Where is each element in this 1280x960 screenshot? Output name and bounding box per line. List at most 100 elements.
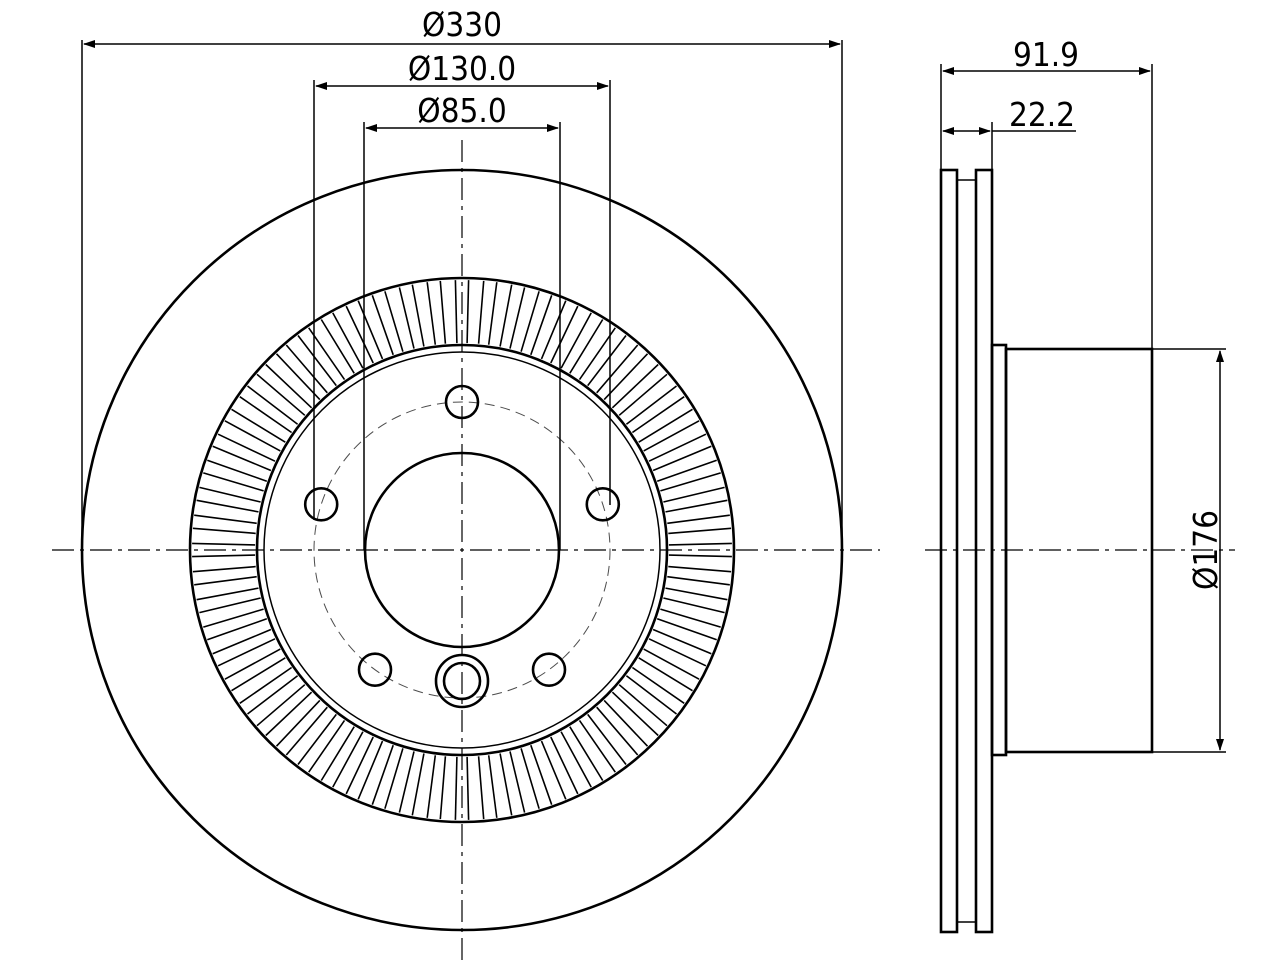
cooling-vane	[509, 751, 526, 813]
dimension-bolt-circle: Ø130.0	[313, 49, 611, 520]
hat-diameter-label: Ø176	[1186, 510, 1225, 590]
cooling-vane	[239, 396, 293, 434]
bolt-hole	[303, 486, 339, 522]
cooling-vane	[520, 291, 540, 352]
locating-hole-outer	[434, 653, 490, 709]
cooling-vane	[371, 744, 394, 805]
cooling-vane	[660, 472, 721, 492]
cooling-vane	[643, 648, 700, 680]
cooling-vane	[668, 554, 732, 558]
cooling-vane	[631, 666, 685, 704]
bolt-circle-label: Ø130.0	[408, 49, 516, 88]
front-view: Ø330 Ø130.0 Ø85.0	[52, 5, 880, 960]
cooling-vane	[320, 726, 355, 781]
cooling-vane	[487, 282, 498, 345]
cooling-vane	[231, 657, 286, 692]
overall-height-label: 91.9	[1013, 35, 1079, 74]
cooling-vane	[530, 744, 553, 805]
cooling-vane	[439, 280, 447, 344]
cooling-vane	[618, 684, 668, 727]
cooling-vane	[212, 445, 272, 472]
cooling-vane	[231, 408, 286, 443]
cooling-vane	[540, 300, 567, 360]
bolt-hole	[444, 384, 480, 420]
dimension-outer-diameter: Ø330	[81, 5, 843, 540]
disc-thickness-label: 22.2	[1009, 95, 1075, 134]
cooling-vane	[520, 748, 540, 809]
center-bore-label: Ø85.0	[417, 91, 506, 130]
cooling-vane	[618, 373, 668, 416]
cooling-vane	[199, 486, 261, 503]
cooling-vane	[247, 385, 299, 425]
cooling-vane	[578, 719, 616, 773]
cooling-vane	[499, 753, 513, 816]
cooling-vane	[668, 542, 732, 546]
cooling-vane	[656, 459, 717, 482]
cooling-vane	[224, 648, 281, 680]
cooling-vane	[596, 344, 639, 394]
cooling-vane	[426, 755, 437, 818]
cooling-vane	[345, 305, 374, 364]
cooling-vane	[217, 433, 276, 462]
cooling-vane	[194, 514, 257, 525]
cooling-vane	[411, 284, 425, 347]
cooling-vane	[638, 657, 693, 692]
cooling-vane	[411, 753, 425, 816]
cooling-vane	[192, 527, 256, 535]
cooling-vane	[569, 726, 604, 781]
cooling-vane	[631, 396, 685, 434]
cooling-vane	[611, 691, 659, 737]
cooling-vane	[297, 335, 337, 387]
cooling-vane	[454, 280, 458, 344]
cooling-vane	[665, 499, 728, 513]
cooling-vane	[587, 713, 627, 765]
cooling-vane	[550, 736, 579, 795]
cooling-vane	[530, 295, 553, 356]
cooling-vane	[663, 486, 725, 503]
cooling-vane	[625, 675, 677, 715]
cooling-vane	[308, 719, 346, 773]
cooling-vane	[665, 587, 728, 601]
cooling-vane	[625, 385, 677, 425]
cooling-vane	[550, 305, 579, 364]
cooling-vane	[652, 628, 712, 655]
hub-body	[1004, 347, 1154, 754]
cooling-vane	[196, 587, 259, 601]
outer-friction-plate	[939, 168, 959, 934]
cooling-vane	[643, 420, 700, 452]
cooling-vane	[667, 514, 730, 525]
bolt-hole	[585, 486, 621, 522]
cooling-vanes	[192, 280, 732, 820]
cooling-vane	[603, 353, 649, 401]
inner-friction-plate	[974, 168, 994, 934]
locating-hole-inner	[442, 661, 482, 701]
cooling-vane	[217, 638, 276, 667]
cooling-vane	[345, 736, 374, 795]
cooling-vane	[663, 597, 725, 614]
cooling-vane	[371, 295, 394, 356]
cooling-vane	[439, 756, 447, 820]
cooling-vane	[357, 300, 384, 360]
cooling-vane	[560, 731, 592, 788]
cooling-vane	[466, 756, 470, 820]
cooling-vane	[540, 740, 567, 800]
cooling-vane	[203, 608, 264, 628]
cooling-vane	[652, 445, 712, 472]
cooling-vane	[660, 608, 721, 628]
cooling-vane	[648, 638, 707, 667]
cooling-vane	[194, 575, 257, 586]
cooling-vane	[466, 280, 470, 344]
cooling-vane	[297, 713, 337, 765]
cooling-vane	[265, 363, 313, 409]
cooling-vane	[207, 459, 268, 482]
cooling-vane	[560, 312, 592, 369]
cooling-vane	[256, 373, 306, 416]
cooling-vane	[332, 731, 364, 788]
dimension-overall-height: 91.9	[940, 35, 1153, 349]
cooling-vane	[656, 618, 717, 641]
cooling-vane	[275, 699, 321, 747]
vent-ring-inner	[255, 343, 669, 757]
cooling-vane	[499, 284, 513, 347]
cooling-vane	[667, 575, 730, 586]
